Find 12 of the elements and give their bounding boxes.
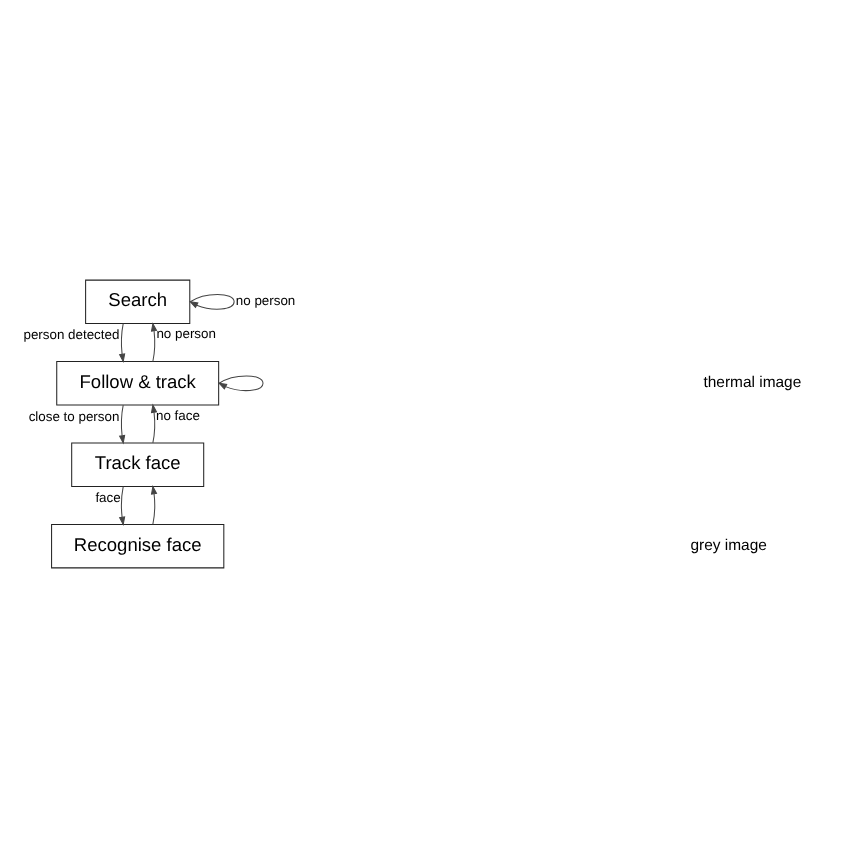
arrow <box>217 374 264 391</box>
node-box: Follow & track <box>56 360 220 405</box>
node-box: Track face <box>71 441 205 486</box>
arrow <box>188 292 235 309</box>
node-box: Search <box>85 278 191 323</box>
arrow <box>150 402 158 443</box>
arrow <box>118 485 126 525</box>
arrow <box>150 321 158 361</box>
arrow <box>118 403 126 444</box>
arrow <box>150 484 158 524</box>
node-box: Recognise face <box>51 523 225 568</box>
arrow <box>118 322 126 363</box>
